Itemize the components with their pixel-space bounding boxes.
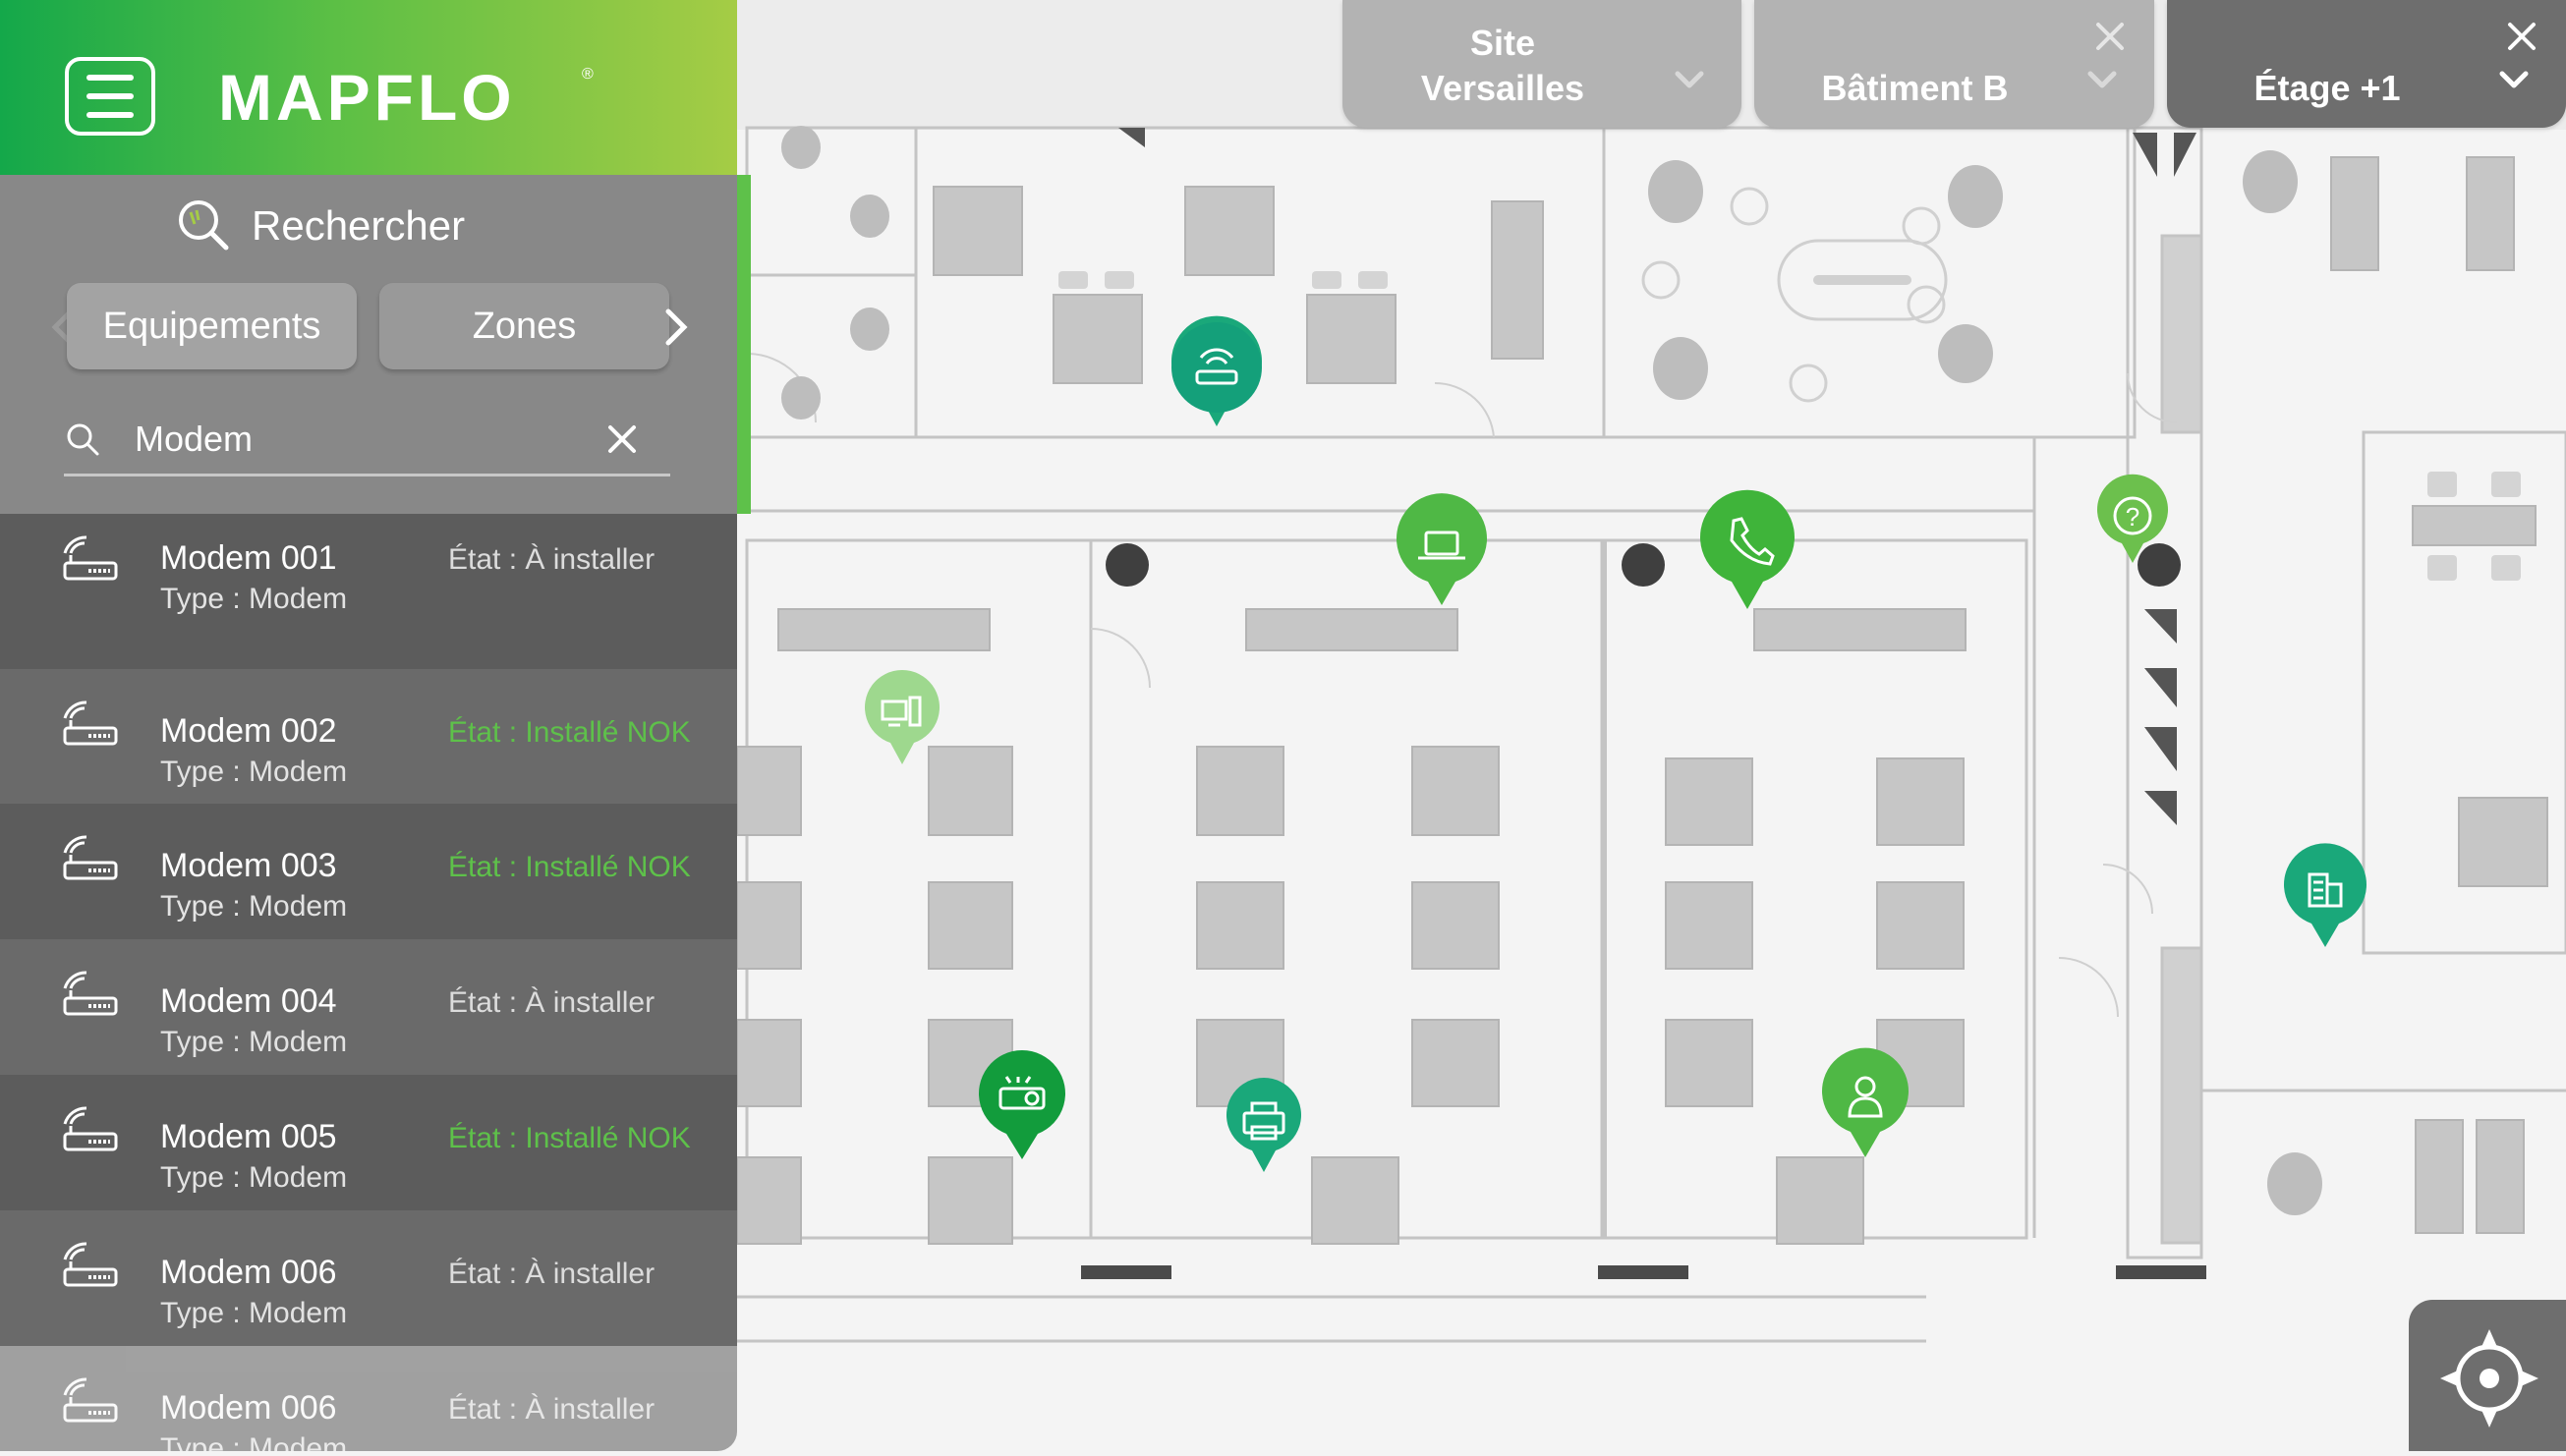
item-name: Modem 006 bbox=[160, 1254, 337, 1291]
router-icon bbox=[63, 1377, 118, 1423]
desks bbox=[736, 156, 2548, 1245]
printer-pin[interactable] bbox=[1226, 1077, 1301, 1172]
router-icon bbox=[63, 835, 118, 880]
svg-text:®: ® bbox=[582, 66, 594, 83]
tab-equipements[interactable]: Equipements bbox=[67, 283, 357, 369]
tab-zones[interactable]: Zones bbox=[379, 283, 669, 369]
chevron-down-icon bbox=[2087, 71, 2117, 88]
sidebar: MAPFLO ® Rechercher Equipements Zones Mo bbox=[0, 0, 751, 1451]
router-icon bbox=[63, 535, 118, 581]
door-arcs bbox=[746, 353, 2178, 1018]
brand-header: MAPFLO ® bbox=[0, 0, 737, 175]
clear-search-icon[interactable] bbox=[607, 424, 637, 454]
search-panel: Rechercher Equipements Zones bbox=[0, 175, 737, 514]
site-selector[interactable]: Site Versailles bbox=[1342, 0, 1741, 128]
building-selector[interactable]: Bâtiment B bbox=[1754, 0, 2154, 128]
item-state: État : Installé NOK bbox=[448, 716, 691, 749]
item-type: Type : Modem bbox=[160, 890, 348, 923]
phone-pin[interactable] bbox=[1700, 489, 1795, 609]
item-state: État : À installer bbox=[448, 543, 656, 576]
laptop-pin[interactable] bbox=[1397, 493, 1487, 605]
structural-columns bbox=[1106, 543, 2181, 587]
floor-selector[interactable]: Étage +1 bbox=[2167, 0, 2566, 128]
menu-bar bbox=[86, 112, 134, 118]
building-selector-label: Bâtiment B bbox=[1821, 68, 2009, 108]
chevron-left-icon[interactable] bbox=[49, 308, 75, 347]
item-name: Modem 004 bbox=[160, 982, 337, 1020]
person-icon bbox=[1848, 1076, 1883, 1118]
item-state: État : À installer bbox=[448, 986, 656, 1019]
mapflo-logo: MAPFLO ® bbox=[218, 61, 594, 130]
item-name: Modem 005 bbox=[160, 1118, 337, 1155]
item-type: Type : Modem bbox=[160, 1161, 348, 1194]
computer-pin[interactable] bbox=[865, 669, 940, 764]
item-state: État : Installé NOK bbox=[448, 851, 691, 883]
item-name: Modem 002 bbox=[160, 712, 337, 750]
building-pin[interactable] bbox=[2284, 843, 2366, 947]
router-icon bbox=[63, 1242, 118, 1287]
phone-icon bbox=[1730, 517, 1775, 566]
help-pin[interactable]: ? bbox=[2097, 474, 2168, 563]
target-location-icon bbox=[2440, 1329, 2538, 1428]
search-input[interactable] bbox=[133, 411, 599, 468]
chevron-down-icon bbox=[1675, 71, 1704, 88]
router-icon bbox=[63, 1106, 118, 1151]
lounge-furniture bbox=[781, 126, 2322, 1215]
building-icon bbox=[2308, 872, 2343, 908]
item-type: Type : Modem bbox=[160, 1297, 348, 1329]
modem-pin[interactable] bbox=[1171, 315, 1262, 426]
site-selector-value: Versailles bbox=[1420, 68, 1585, 108]
locate-button[interactable] bbox=[2409, 1300, 2566, 1451]
filter-field bbox=[64, 403, 670, 476]
projector-pin[interactable] bbox=[979, 1050, 1065, 1159]
close-icon[interactable] bbox=[2507, 22, 2537, 51]
search-icon bbox=[179, 200, 229, 251]
router-icon bbox=[1195, 348, 1238, 385]
search-icon bbox=[67, 423, 99, 456]
menu-bar bbox=[86, 75, 134, 81]
chevron-down-icon bbox=[2499, 71, 2529, 88]
item-state: État : À installer bbox=[448, 1393, 656, 1426]
search-title[interactable]: Rechercher bbox=[175, 196, 588, 252]
svg-text:?: ? bbox=[2126, 502, 2139, 532]
item-name: Modem 003 bbox=[160, 847, 337, 884]
chevron-right-icon[interactable] bbox=[664, 308, 690, 347]
panel-accent-bar bbox=[737, 175, 751, 514]
question-icon: ? bbox=[2113, 496, 2152, 535]
item-state: État : Installé NOK bbox=[448, 1122, 691, 1154]
router-icon bbox=[63, 971, 118, 1016]
close-icon[interactable] bbox=[2095, 22, 2125, 51]
floor-selector-label: Étage +1 bbox=[2253, 68, 2401, 108]
radiators bbox=[1081, 1265, 2206, 1279]
shaft-markers bbox=[1118, 128, 2196, 825]
item-type: Type : Modem bbox=[160, 1026, 348, 1058]
hamburger-menu-button[interactable] bbox=[65, 57, 155, 136]
item-type: Type : Modem bbox=[160, 1432, 348, 1451]
laptop-icon bbox=[1418, 531, 1465, 560]
projector-icon bbox=[998, 1076, 1046, 1110]
router-icon bbox=[63, 700, 118, 746]
search-title-label: Rechercher bbox=[252, 202, 466, 249]
svg-text:MAPFLO: MAPFLO bbox=[218, 61, 516, 130]
item-type: Type : Modem bbox=[160, 756, 348, 788]
printer-icon bbox=[1242, 1101, 1285, 1141]
item-name: Modem 001 bbox=[160, 539, 337, 577]
desktop-computer-icon bbox=[881, 696, 922, 727]
item-name: Modem 006 bbox=[160, 1389, 337, 1427]
person-pin[interactable] bbox=[1822, 1047, 1909, 1157]
site-selector-label: Site bbox=[1469, 23, 1536, 63]
item-type: Type : Modem bbox=[160, 583, 348, 615]
chairs bbox=[1058, 271, 2521, 581]
floor-plan-walls bbox=[737, 126, 2566, 1343]
item-state: État : À installer bbox=[448, 1258, 656, 1290]
menu-bar bbox=[86, 93, 134, 99]
